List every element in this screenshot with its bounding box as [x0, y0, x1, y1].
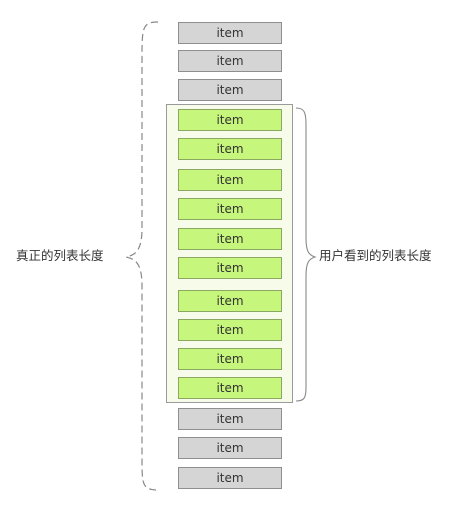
visible-list-item: item — [178, 257, 282, 279]
visible-list-item: item — [178, 377, 282, 399]
visible-list-item: item — [178, 228, 282, 250]
hidden-list-item: item — [178, 437, 282, 459]
hidden-list-item: item — [178, 22, 282, 44]
visible-length-brace — [295, 107, 317, 402]
real-length-brace — [125, 21, 159, 491]
hidden-list-item: item — [178, 408, 282, 430]
visible-list-item: item — [178, 169, 282, 191]
visible-length-label: 用户看到的列表长度 — [319, 248, 432, 263]
real-length-label: 真正的列表长度 — [16, 248, 104, 263]
hidden-list-item: item — [178, 79, 282, 101]
visible-list-item: item — [178, 290, 282, 312]
visible-list-item: item — [178, 348, 282, 370]
hidden-list-item: item — [178, 50, 282, 72]
visible-list-item: item — [178, 138, 282, 160]
visible-list-item: item — [178, 109, 282, 131]
hidden-list-item: item — [178, 467, 282, 489]
visible-list-item: item — [178, 319, 282, 341]
visible-list-item: item — [178, 198, 282, 220]
